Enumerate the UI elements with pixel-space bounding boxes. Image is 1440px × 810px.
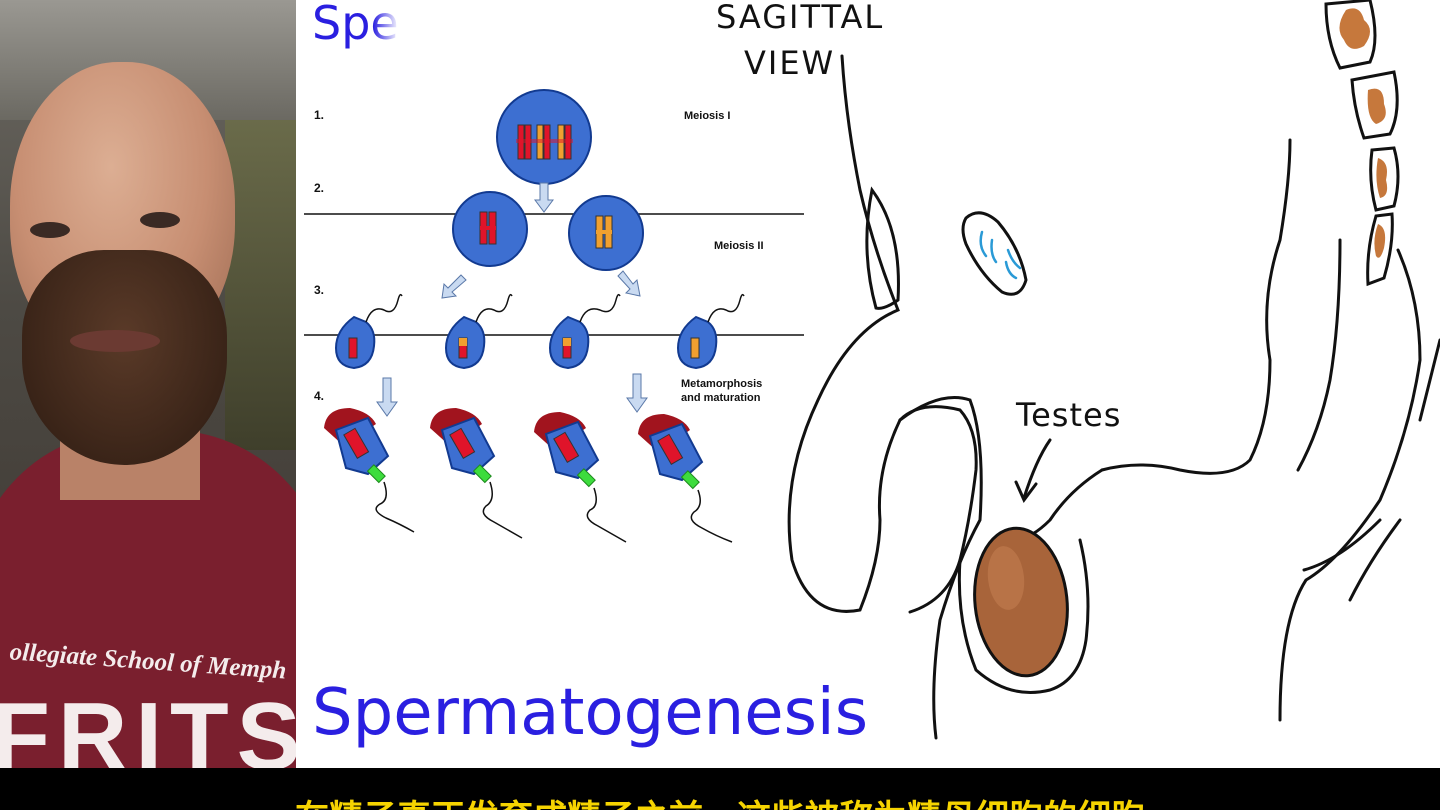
- spermatid-1: [334, 293, 403, 370]
- spermatogenesis-diagram: [304, 89, 804, 543]
- mature-sperm-4: [638, 414, 733, 543]
- arrow-diagonal-right-icon: [617, 270, 641, 297]
- vertebra-1: [1324, 0, 1377, 70]
- label-metamorphosis: Metamorphosis and maturation: [681, 378, 763, 404]
- vertebra-3: [1369, 146, 1400, 212]
- label-meiosis-1: Meiosis I: [684, 110, 731, 122]
- slide-title-bottom: Spermatogenesis: [312, 676, 869, 750]
- pubic-outline: [865, 186, 900, 310]
- vertebra-fills: [1339, 8, 1388, 258]
- step-label-1: 1.: [314, 108, 325, 122]
- presenter-webcam: ollegiate School of Memph FRITS: [0, 0, 296, 768]
- bladder-outline: [961, 211, 1028, 296]
- bladder-marks: [979, 230, 1022, 280]
- presenter-mouth: [70, 330, 160, 352]
- primary-spermatocyte: [496, 89, 592, 185]
- step-label-3: 3.: [314, 283, 325, 297]
- wall-background: [225, 120, 296, 450]
- scrotum-outline: [957, 538, 1090, 694]
- secondary-spermatocyte-right: [568, 195, 644, 271]
- arrow-diagonal-left-icon: [441, 274, 467, 299]
- testis: [973, 526, 1069, 678]
- mature-sperm-1: [324, 408, 415, 533]
- muscle-line: [1302, 518, 1382, 572]
- back-edge-line: [1418, 338, 1440, 422]
- step-label-2: 2.: [314, 181, 325, 195]
- spine-outline-inner: [1296, 238, 1342, 472]
- presenter-eye-left: [30, 222, 70, 238]
- rectum-outline: [1100, 138, 1292, 475]
- testes-arrow-line: [1022, 438, 1052, 500]
- slide-title-top: Spe: [312, 0, 399, 50]
- mature-sperm-3: [534, 412, 627, 543]
- penis-outline: [898, 405, 978, 614]
- spermatid-4: [676, 293, 745, 370]
- arrow-down-icon: [376, 377, 398, 417]
- mature-sperm-2: [430, 408, 523, 539]
- shirt-text-frits: FRITS: [0, 683, 296, 768]
- arrow-down-icon: [534, 182, 554, 213]
- testes-arrow-head-icon: [1014, 480, 1038, 503]
- presenter-beard: [22, 250, 227, 465]
- secondary-spermatocyte-left: [452, 191, 528, 267]
- body-outline-front: [787, 54, 983, 740]
- sagittal-view-sketch: [787, 0, 1440, 740]
- vertebra-2: [1350, 70, 1399, 140]
- spermatid-3: [548, 293, 621, 370]
- heading-view: VIEW: [744, 44, 836, 82]
- heading-sagittal: SAGITTAL: [716, 0, 885, 36]
- muscle-line-2: [1348, 518, 1402, 602]
- label-testes: Testes: [1016, 396, 1122, 434]
- presenter-eye-right: [140, 212, 180, 228]
- subtitle-text: 在精子真正发育成精子之前，这些被称为精母细胞的细胞: [0, 790, 1440, 810]
- whiteboard-drawing: SAGITTAL VIEW Testes: [716, 0, 1440, 768]
- subtitle-bar: 在精子真正发育成精子之前，这些被称为精母细胞的细胞: [0, 768, 1440, 810]
- lecture-slide: Spe 1. 2. 3. 4. Meiosis I Meiosis II Met…: [296, 0, 868, 768]
- spine-outline-outer: [1278, 248, 1422, 722]
- arrow-down-icon: [626, 373, 648, 413]
- label-meiosis-2: Meiosis II: [714, 240, 764, 252]
- step-label-4: 4.: [314, 389, 325, 403]
- spermatid-2: [444, 293, 513, 370]
- vertebra-4: [1366, 212, 1394, 287]
